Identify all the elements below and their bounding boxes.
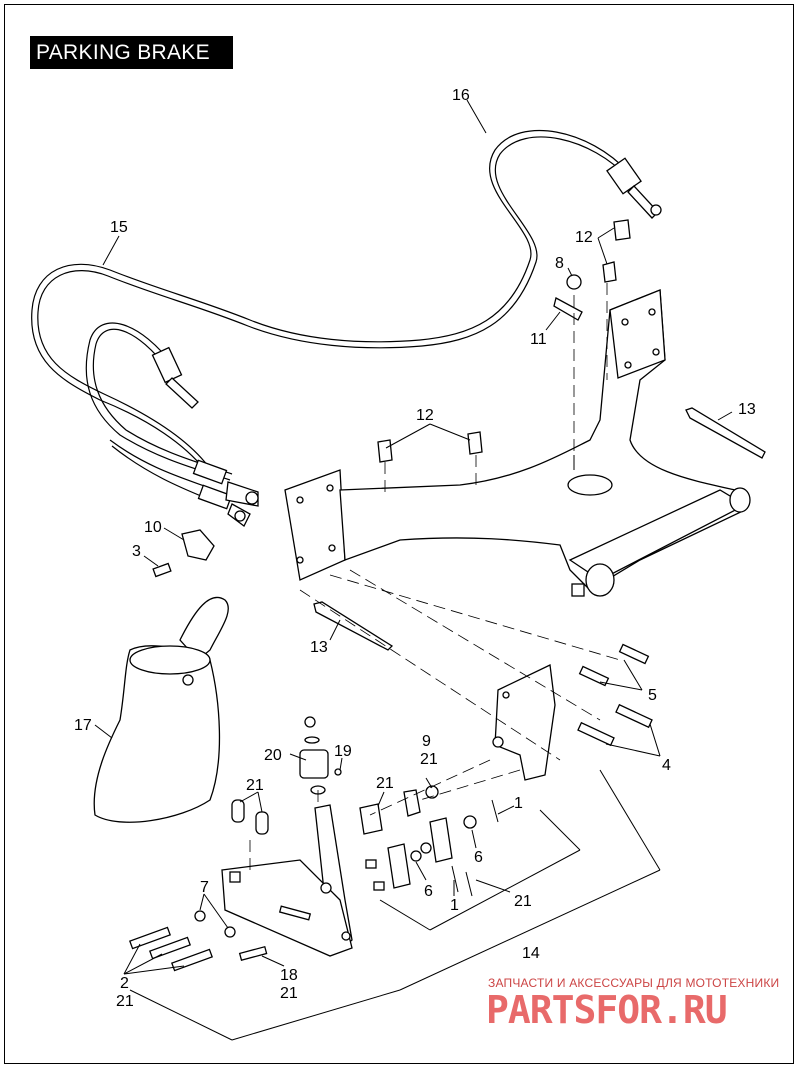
spacer-21-a	[231, 799, 245, 823]
washer-7	[194, 910, 206, 922]
callout-21-f: 21	[280, 985, 298, 1002]
callout-13-lower: 13	[310, 639, 328, 656]
link-right	[403, 789, 421, 817]
watermark-logo: PARTSFOR.RU	[486, 988, 728, 1032]
nut-8	[566, 274, 582, 290]
parking-brake-mount-frame	[284, 289, 751, 597]
clip-12-middle	[377, 431, 483, 463]
pivot-left	[585, 563, 615, 597]
lever-assembly-14	[221, 804, 353, 957]
callout-4: 4	[662, 757, 671, 774]
diagram-title: PARKING BRAKE	[30, 36, 233, 69]
callout-1-lower: 1	[450, 897, 459, 914]
spacer-21-b	[255, 811, 269, 835]
callout-16: 16	[452, 87, 470, 104]
callout-21-c: 21	[246, 777, 264, 794]
screw-3	[152, 562, 172, 578]
callout-14: 14	[522, 945, 540, 962]
clip-12-upper	[602, 219, 631, 283]
frame-cutout	[567, 474, 613, 496]
callout-5: 5	[648, 687, 657, 704]
cable-16	[31, 129, 662, 471]
leader-lines	[94, 99, 733, 1041]
callout-21-b: 21	[376, 775, 394, 792]
callout-15: 15	[110, 219, 128, 236]
callout-21-d: 21	[514, 893, 532, 910]
callout-21-e: 21	[116, 993, 134, 1010]
cable-strap-13-upper	[685, 407, 766, 459]
plate-6-left	[387, 843, 411, 889]
callout-6-left: 6	[424, 883, 433, 900]
screws-2	[129, 926, 213, 972]
screw-a	[365, 859, 377, 869]
callout-9: 9	[422, 733, 431, 750]
link-left	[359, 803, 383, 835]
cable-15	[85, 322, 259, 527]
plate-6-right	[429, 817, 453, 863]
ball-19	[334, 768, 342, 776]
lever-bracket	[492, 664, 556, 781]
callout-12-middle: 12	[416, 407, 434, 424]
callout-2: 2	[120, 975, 129, 992]
boot-17	[93, 596, 229, 823]
callout-10: 10	[144, 519, 162, 536]
pivot-right	[729, 487, 751, 513]
cotter-pin-1-lower	[451, 865, 459, 893]
knob-assembly-20	[299, 716, 342, 795]
callout-3: 3	[132, 543, 141, 560]
clamp-11	[553, 297, 583, 321]
callout-21-a: 21	[420, 751, 438, 768]
callout-17: 17	[74, 717, 92, 734]
callout-18: 18	[280, 967, 298, 984]
cable-clevis-2	[197, 484, 233, 510]
screw-b	[373, 881, 385, 891]
callout-11: 11	[530, 331, 547, 348]
clamp-10	[181, 529, 215, 561]
cable-15-ferrule	[151, 346, 183, 384]
pin-18	[238, 945, 268, 962]
callout-7: 7	[200, 879, 209, 896]
callout-6-right: 6	[474, 849, 483, 866]
cable-clevis-1	[192, 459, 228, 485]
callout-12-upper: 12	[575, 229, 593, 246]
watermark-tagline: ЗАПЧАСТИ И АКСЕССУАРЫ ДЛЯ МОТОТЕХНИКИ	[488, 976, 780, 990]
callout-20: 20	[264, 747, 282, 764]
callout-1-upper: 1	[514, 795, 523, 812]
bolts-4	[577, 703, 653, 747]
cable-15-end	[165, 377, 199, 409]
page-border	[4, 4, 794, 1064]
cable-strap-13-lower	[313, 601, 394, 651]
callout-8: 8	[555, 255, 564, 272]
washer-6	[463, 815, 477, 829]
mount-plate-left	[284, 469, 346, 581]
callout-13-upper: 13	[738, 401, 756, 418]
washer-9	[425, 785, 439, 799]
cotter-pin-1-upper	[491, 799, 499, 823]
bolts-5	[578, 643, 650, 687]
callout-19: 19	[334, 743, 352, 760]
